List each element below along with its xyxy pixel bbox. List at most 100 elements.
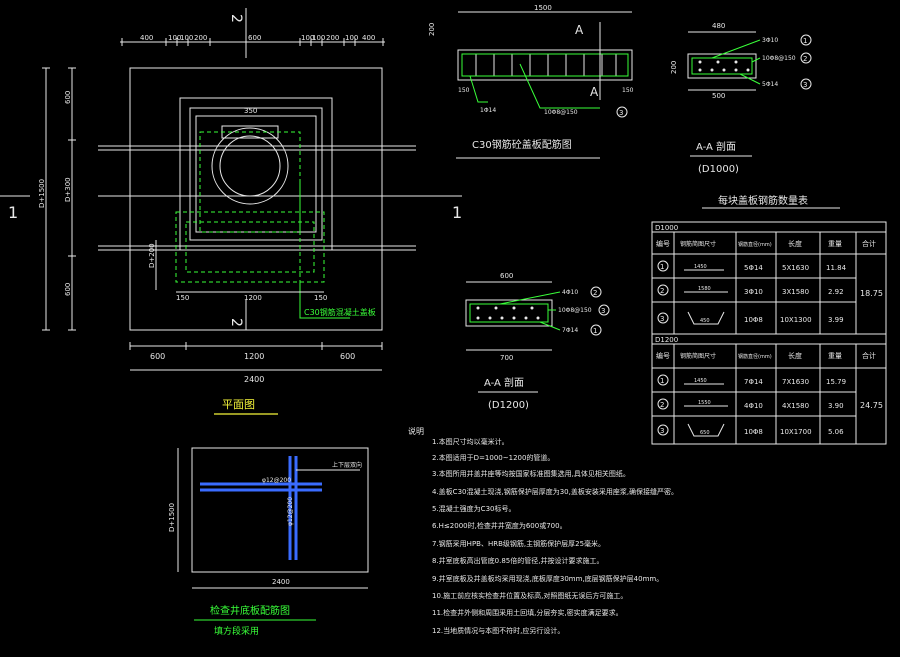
- table-cell-dia: 4Φ10: [744, 402, 763, 410]
- d1200-rebar-2: 10Φ8@150: [558, 307, 592, 314]
- plan-bottom-dim-1: 600: [150, 352, 165, 361]
- plan-bottom-dim-3: 600: [340, 352, 355, 361]
- d1000-rebar-3: 5Φ14: [762, 81, 778, 88]
- table-total-d1000: 18.75: [860, 289, 883, 298]
- cover-rebar-1: 1Φ14: [480, 107, 496, 114]
- table-cell-no: 1: [660, 377, 664, 385]
- table-cell-wt: 2.92: [828, 288, 844, 296]
- note-item: 1.本图尺寸均以毫米计。: [432, 437, 509, 446]
- cover-callout-3: 3: [619, 109, 623, 117]
- d1000-title: A-A 剖面: [696, 140, 736, 153]
- table-h-dia: 钢筋直径(mm): [738, 241, 772, 248]
- d1200-rebar-3: 7Φ14: [562, 327, 578, 334]
- d1000-callout-1: 1: [803, 37, 807, 45]
- section-d1200: 600 4Φ10 2 10Φ8@150 3 7Φ14 1 700 A-A 剖面 …: [465, 272, 610, 411]
- note-item: 9.井室底板及井盖板均采用现浇,底板厚度30mm,底层钢筋保护层40mm。: [432, 574, 663, 583]
- table-h-no-2: 编号: [656, 351, 670, 360]
- cover-top-dim: 1500: [534, 4, 552, 12]
- plan-left-dim-3: 600: [64, 283, 72, 296]
- table-cell-dia: 10Φ8: [744, 316, 763, 324]
- base-slab-detail: D+1500 2400 φ12@200 φ12@200 上下层双向 检查井底板配…: [168, 447, 369, 637]
- d1200-top-dim: 600: [500, 272, 513, 280]
- table-row: 1 1450 7Φ14 7X1630 15.79: [657, 374, 846, 386]
- table-cell-no: 2: [660, 401, 664, 409]
- table-h-shape-2: 钢筋简图尺寸: [680, 352, 716, 360]
- table-h-len: 长度: [788, 239, 802, 248]
- table-cell-len: 4X1580: [782, 402, 809, 410]
- plan-overall-bottom-dim: 2400: [244, 375, 264, 384]
- table-cell-no: 3: [660, 315, 664, 323]
- table-h-shape: 钢筋简图尺寸: [680, 240, 716, 248]
- table-row: 3 650 10Φ8 10X1700 5.06: [657, 423, 844, 437]
- d1200-title: A-A 剖面: [484, 376, 524, 389]
- table-cell-wt: 5.06: [828, 428, 844, 436]
- d1000-callout-3: 3: [803, 81, 807, 89]
- table-cell-shape: 1580: [698, 286, 711, 292]
- table-h-len-2: 长度: [788, 351, 802, 360]
- rebar-quantity-table: 每块盖板钢筋数量表 D1000 D1200 编号 钢筋简图尺寸 钢筋直径(mm)…: [651, 194, 887, 445]
- table-total-d1200: 24.75: [860, 401, 883, 410]
- plan-section-mark-top: 2: [228, 14, 244, 23]
- plan-view: 400 100 100 200 600 100 100 200 100 400 …: [0, 8, 462, 415]
- table-cell-wt: 3.99: [828, 316, 844, 324]
- d1000-rebar-1: 3Φ10: [762, 37, 778, 44]
- plan-top-dim-1: 400: [140, 34, 153, 42]
- table-cell-shape: 1450: [694, 264, 707, 270]
- base-subtitle: 填方段采用: [214, 625, 259, 637]
- table-cell-wt: 15.79: [826, 378, 846, 386]
- table-title: 每块盖板钢筋数量表: [718, 194, 808, 207]
- table-h-dia-2: 钢筋直径(mm): [738, 353, 772, 360]
- plan-overall-left-dim: D+1500: [38, 179, 46, 208]
- table-cell-dia: 7Φ14: [744, 378, 763, 386]
- table-cell-len: 10X1700: [780, 428, 812, 436]
- table-cell-no: 1: [660, 263, 664, 271]
- d1200-bottom-dim: 700: [500, 354, 513, 362]
- plan-section-mark-bottom: 2: [228, 318, 244, 327]
- d1000-callout-2: 2: [803, 55, 807, 63]
- note-item: 11.检查井外侧和周围采用土回填,分层夯实,密实度满足要求。: [432, 608, 623, 617]
- plan-top-dim-9: 100: [345, 34, 358, 42]
- table-h-total: 合计: [862, 239, 876, 248]
- plan-cover-label: C30钢筋混凝土盖板: [304, 307, 376, 317]
- cover-title: C30钢筋砼盖板配筋图: [472, 138, 572, 151]
- table-cell-len: 3X1580: [782, 288, 809, 296]
- note-item: 5.混凝土强度为C30标号。: [432, 504, 515, 513]
- base-left-dim: D+1500: [168, 503, 176, 532]
- note-item: 4.盖板C30混凝土现浇,钢筋保护层厚度为30,盖板安装采用座浆,确保接缝严密。: [432, 487, 678, 496]
- d1000-left-dim: 200: [670, 61, 678, 74]
- table-cell-dia: 3Φ10: [744, 288, 763, 296]
- table-cell-shape: 450: [700, 318, 710, 324]
- d1200-callout-2: 3: [601, 307, 605, 315]
- base-label-right: φ12@200: [287, 497, 294, 526]
- cover-rebar-3: 10Φ8@150: [544, 109, 578, 116]
- base-title: 检查井底板配筋图: [210, 604, 290, 617]
- plan-left-dim-2: D+300: [64, 177, 72, 202]
- table-cell-shape: 1450: [694, 378, 707, 384]
- base-bottom-dim: 2400: [272, 578, 290, 586]
- table-cell-len: 5X1630: [782, 264, 809, 272]
- base-label-top: φ12@200: [262, 477, 291, 484]
- table-cell-no: 2: [660, 287, 664, 295]
- plan-top-dim-4: 200: [194, 34, 207, 42]
- table-row: 2 1550 4Φ10 4X1580 3.90: [657, 398, 844, 410]
- table-cell-shape: 650: [700, 430, 710, 436]
- d1000-rebar-2: 10Φ8@150: [762, 55, 796, 62]
- plan-left-dim-1: 600: [64, 91, 72, 104]
- table-h-total-2: 合计: [862, 351, 876, 360]
- cover-left-dim: 200: [428, 23, 436, 36]
- table-group-d1200: D1200: [655, 336, 678, 344]
- plan-top-dim-7: 100: [312, 34, 325, 42]
- table-cell-shape: 1550: [698, 400, 711, 406]
- note-item: 12.当地质情况与本图不符时,应另行设计。: [432, 626, 564, 635]
- plan-top-dim-8: 200: [326, 34, 339, 42]
- table-cell-dia: 10Φ8: [744, 428, 763, 436]
- table-cell-len: 7X1630: [782, 378, 809, 386]
- note-item: 6.H≤2000时,检查井井宽度为600或700。: [432, 521, 567, 530]
- note-item: 3.本图所用井盖井座等均按国家标准图集选用,具体见相关图纸。: [432, 469, 630, 478]
- plan-section-mark-right: 1: [452, 203, 462, 222]
- plan-bottom-dim-2: 1200: [244, 352, 264, 361]
- note-item: 2.本图适用于D=1000~1200的管道。: [432, 453, 554, 462]
- d1000-subtitle: (D1000): [698, 164, 739, 175]
- table-row: 3 450 10Φ8 10X1300 3.99: [657, 311, 844, 325]
